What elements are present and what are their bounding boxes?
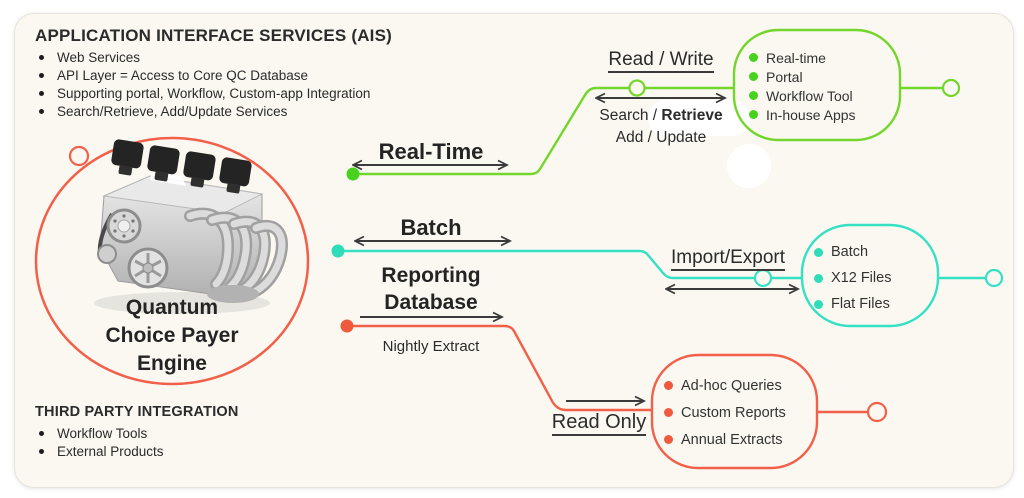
list-item: Ad-hoc Queries xyxy=(664,372,786,399)
engine-image xyxy=(94,139,288,314)
list-item: Search/Retrieve, Add/Update Services xyxy=(35,103,370,121)
add-update-label: Add / Update xyxy=(615,129,707,146)
list-item: Flat Files xyxy=(814,291,891,317)
readwrite-label: Read / Write xyxy=(581,49,741,73)
teal-dot-icon xyxy=(814,247,823,257)
search-retrieve-label: Search / Retrieve xyxy=(599,107,723,124)
list-item: In-house Apps xyxy=(749,105,856,124)
white-blob-circle xyxy=(727,144,771,188)
batch-source-dot xyxy=(331,244,345,258)
list-item: Supporting portal, Workflow, Custom-app … xyxy=(35,85,370,103)
list-item: X12 Files xyxy=(814,265,891,291)
teal-dot-icon xyxy=(814,273,823,283)
third-party-bullet-list: Workflow Tools External Products xyxy=(35,425,164,461)
engine-label: Quantum Choice Payer Engine xyxy=(105,296,239,375)
list-item: Workflow Tools xyxy=(35,425,164,443)
reporting-end-circle xyxy=(866,401,888,423)
realtime-source-dot xyxy=(346,167,360,181)
header-bullet-list: Web Services API Layer = Access to Core … xyxy=(35,49,370,121)
third-party-title: THIRD PARTY INTEGRATION xyxy=(35,404,239,420)
green-dot-icon xyxy=(749,72,758,81)
nightly-extract-label: Nightly Extract xyxy=(382,338,480,355)
list-item: Annual Extracts xyxy=(664,426,786,453)
teal-dot-icon xyxy=(814,299,823,309)
importexport-label: Import/Export xyxy=(658,247,798,271)
red-dot-icon xyxy=(664,435,673,444)
readonly-label: Read Only xyxy=(543,411,655,436)
bullet-dot-icon xyxy=(39,449,44,454)
red-dot-icon xyxy=(664,408,673,417)
red-dot-icon xyxy=(664,381,673,390)
green-dot-icon xyxy=(749,53,758,62)
green-dot-icon xyxy=(749,110,758,119)
realtime-node-circle xyxy=(628,79,646,97)
batch-channel-label: Batch xyxy=(400,215,462,240)
batch-targets-list: Batch X12 Files Flat Files xyxy=(814,239,891,317)
bullet-dot-icon xyxy=(39,431,44,436)
bullet-dot-icon xyxy=(39,91,44,96)
white-blob-pill xyxy=(648,100,750,136)
list-item: Real-time xyxy=(749,48,856,67)
list-item: Portal xyxy=(749,67,856,86)
reporting-flow-line xyxy=(347,324,868,470)
list-item: Custom Reports xyxy=(664,399,786,426)
bullet-dot-icon xyxy=(39,55,44,60)
list-item: Web Services xyxy=(35,49,370,67)
reporting-targets-list: Ad-hoc Queries Custom Reports Annual Ext… xyxy=(664,372,786,453)
list-item: Batch xyxy=(814,239,891,265)
page-title: APPLICATION INTERFACE SERVICES (AIS) xyxy=(35,26,392,45)
list-item: Workflow Tool xyxy=(749,86,856,105)
bullet-dot-icon xyxy=(39,109,44,114)
engine-node-circle xyxy=(68,145,90,167)
reporting-source-dot xyxy=(340,319,354,333)
bullet-dot-icon xyxy=(39,73,44,78)
reporting-channel-label: Reporting Database xyxy=(381,264,481,314)
list-item: External Products xyxy=(35,443,164,461)
batch-node-circle xyxy=(753,268,773,288)
batch-end-circle xyxy=(984,268,1004,288)
batch-flow-line xyxy=(338,223,986,328)
realtime-targets-list: Real-time Portal Workflow Tool In-house … xyxy=(749,48,856,124)
realtime-flow-line xyxy=(353,28,943,176)
list-item: API Layer = Access to Core QC Database xyxy=(35,67,370,85)
engine-circle xyxy=(34,136,310,386)
green-dot-icon xyxy=(749,91,758,100)
realtime-channel-label: Real-Time xyxy=(378,139,484,164)
realtime-end-circle xyxy=(941,78,961,98)
